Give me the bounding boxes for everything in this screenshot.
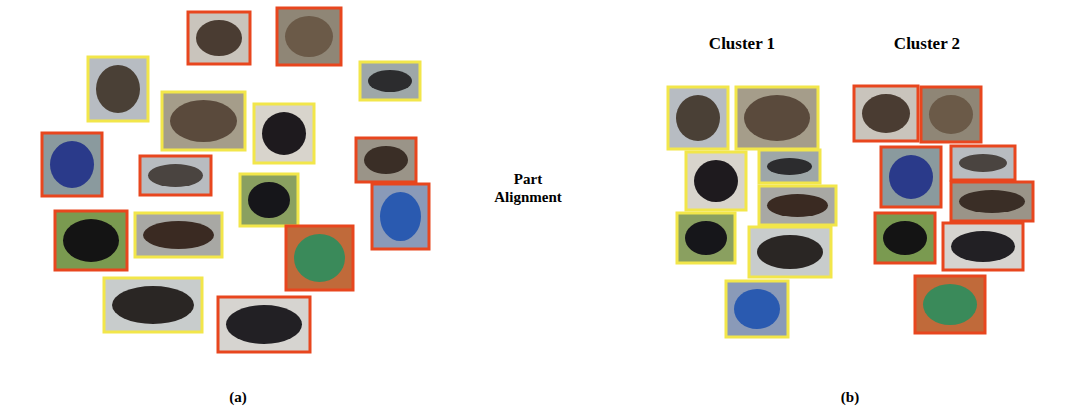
bird: [676, 95, 720, 141]
bird: [883, 221, 927, 255]
cluster-ellipse-outline: [656, 11, 828, 381]
bird: [248, 182, 290, 218]
bird: [767, 158, 812, 175]
photo-frame: [188, 12, 250, 64]
cluster-ellipse: Cluster 2: [841, 11, 1013, 381]
photo-frame: [286, 226, 353, 290]
arrow-outline: [469, 104, 620, 274]
cluster-ellipse: Cluster 1: [656, 11, 828, 381]
text-area: (b): [623, 385, 1077, 409]
photo-frame: [104, 278, 202, 332]
panel-label: (a): [229, 388, 247, 406]
bird: [112, 286, 194, 324]
text-area: Cluster 1: [682, 31, 802, 57]
photo-frame: [875, 213, 935, 263]
bird: [285, 16, 333, 57]
ellipse-outline: [625, 6, 1075, 384]
panel-ellipse: (b) Cluster 1 Cluster 2: [623, 3, 1077, 409]
bird: [196, 20, 242, 56]
photo-frame: [135, 213, 222, 257]
photo-frame: [943, 223, 1023, 270]
bird: [294, 234, 345, 282]
bird: [96, 65, 140, 113]
bird: [148, 164, 203, 187]
bird: [380, 192, 421, 241]
photo-frame: [686, 152, 746, 210]
bird: [734, 289, 780, 329]
photo-frame: [749, 227, 831, 277]
ellipse-outline: [7, 6, 467, 384]
photo-frame: [162, 92, 245, 150]
text-area: (a): [5, 385, 471, 409]
bird: [889, 155, 933, 199]
photo-frame: [759, 186, 836, 225]
photo-frame: [854, 86, 918, 141]
panel-ellipse: (a): [5, 3, 471, 409]
panel-ellipse-outline: [623, 3, 1077, 409]
bird: [951, 231, 1015, 262]
photo-frame: [240, 174, 298, 226]
photo-frame: [360, 62, 420, 100]
bird: [959, 154, 1007, 172]
photo-frame: [88, 57, 148, 121]
photo-frame: [951, 182, 1033, 221]
bird: [757, 235, 823, 269]
cluster-title: Cluster 1: [709, 34, 775, 54]
bird: [262, 112, 306, 155]
block-arrow: Part Alignment: [468, 100, 622, 278]
photo-frame: [218, 297, 310, 352]
panel-label: (b): [841, 388, 859, 406]
photo-frame: [677, 213, 735, 263]
text-area: Cluster 2: [867, 31, 987, 57]
ellipse-outline: [657, 12, 827, 380]
bird: [767, 194, 828, 217]
photo-frame: [277, 8, 341, 65]
bird: [862, 94, 910, 133]
photo-frame: [951, 146, 1015, 180]
bird: [226, 305, 302, 344]
bird: [143, 221, 214, 249]
bird: [63, 219, 119, 262]
cluster-title: Cluster 2: [894, 34, 960, 54]
photo-frame: [55, 211, 127, 270]
photo-frame: [356, 138, 416, 182]
arrow-label: Part Alignment: [480, 170, 576, 206]
bird: [170, 100, 237, 142]
photo-frame: [759, 150, 820, 183]
photo-frame: [726, 281, 788, 337]
bird: [923, 284, 977, 325]
bird: [744, 95, 810, 141]
cluster-ellipse-outline: [841, 11, 1013, 381]
photo-frame: [921, 87, 981, 142]
photo-frame: [42, 133, 102, 196]
ellipse-outline: [842, 12, 1012, 380]
photo-frame: [736, 87, 818, 149]
bird: [694, 160, 738, 202]
photo-frame: [372, 184, 429, 249]
photo-frame: [254, 104, 314, 163]
text-area: Part Alignment: [476, 132, 580, 244]
bird: [50, 141, 94, 188]
photo-frame: [881, 147, 941, 207]
photo-frame: [915, 276, 985, 333]
bird: [685, 221, 727, 255]
bird: [368, 70, 412, 92]
photo-frame: [668, 87, 728, 149]
bird: [364, 146, 408, 174]
bird: [959, 190, 1025, 213]
photo-frame: [140, 156, 211, 195]
panel-ellipse-outline: [5, 3, 471, 409]
bird: [929, 95, 973, 134]
